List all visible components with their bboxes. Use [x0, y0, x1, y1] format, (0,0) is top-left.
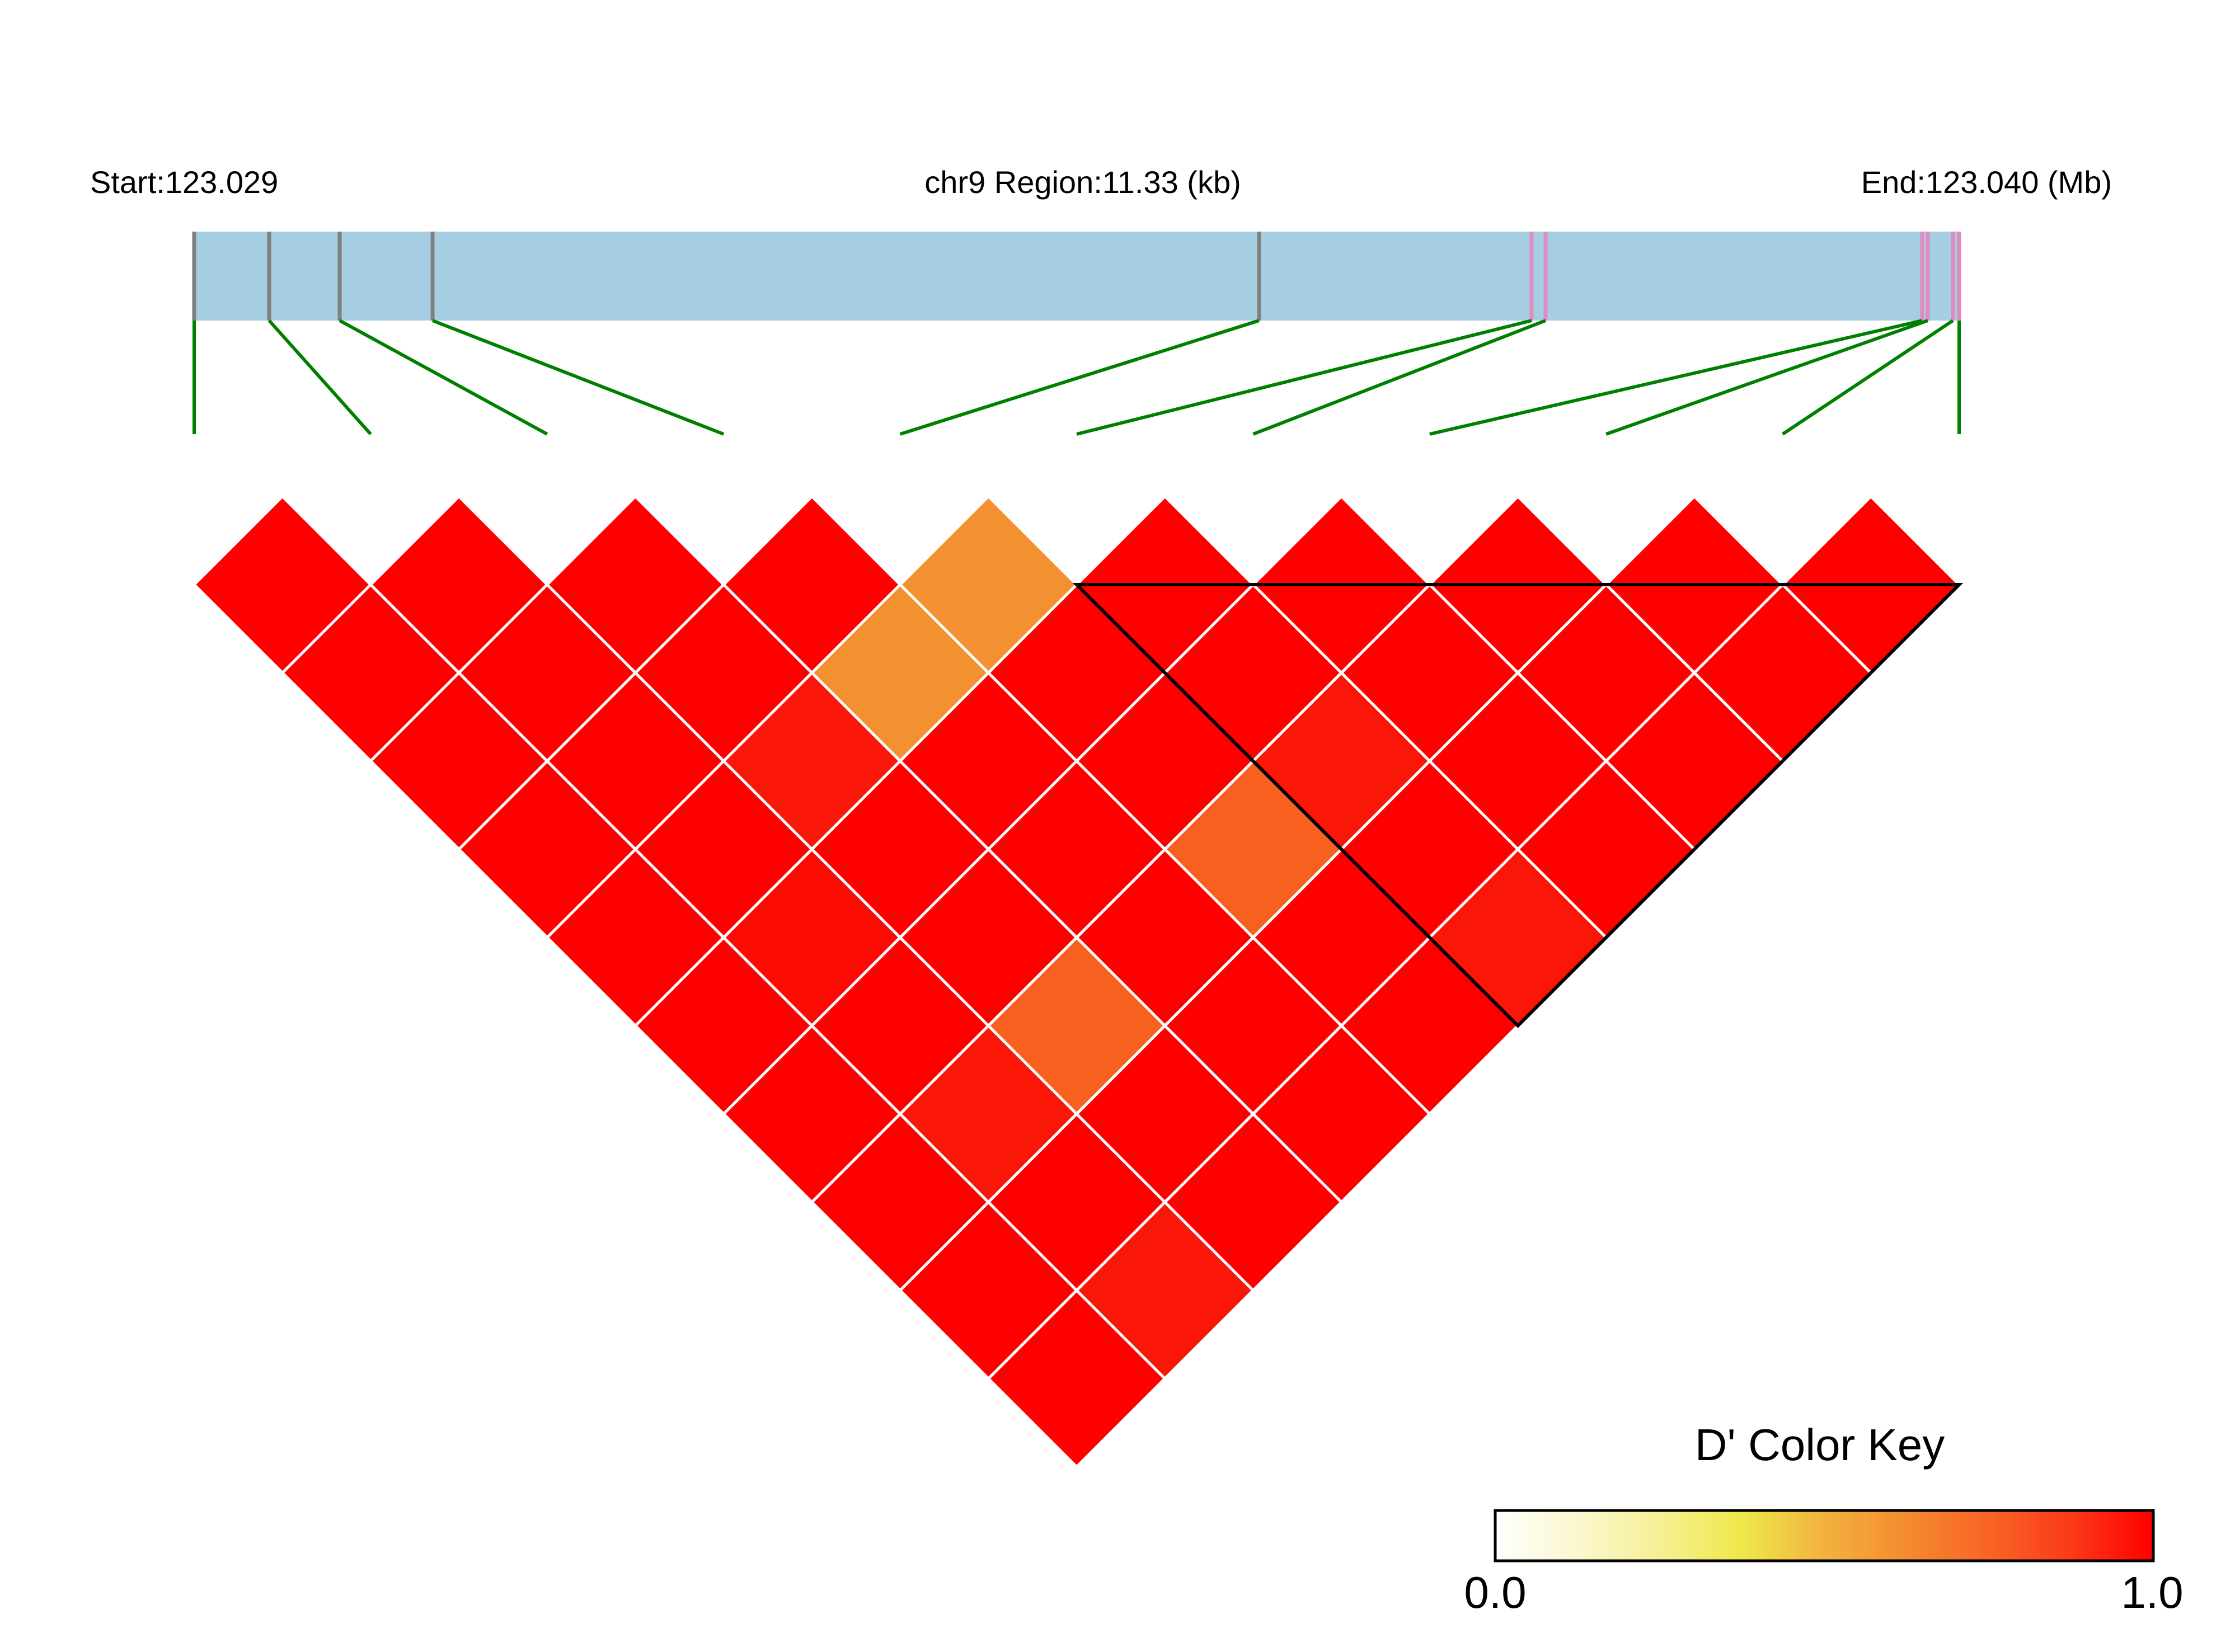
snp-connector-line — [431, 319, 725, 436]
ld-cells — [192, 494, 1961, 1469]
snp-markers — [192, 232, 1961, 321]
color-key-max-label: 1.0 — [2121, 1568, 2183, 1617]
end-label: End:123.040 (Mb) — [1861, 164, 2112, 200]
snp-connector-line — [899, 319, 1260, 436]
snp-connector-line — [1781, 319, 1954, 436]
haplotype-block-outline — [1072, 583, 1964, 1028]
color-key-title: D' Color Key — [1695, 1420, 1945, 1470]
color-key-bar — [1494, 1509, 2155, 1562]
snp-connector-line — [1605, 319, 1928, 436]
start-label: Start:123.029 — [90, 164, 278, 200]
snp-connector-line — [267, 319, 372, 435]
snp-connector-line — [339, 319, 548, 436]
region-bar — [194, 232, 1959, 321]
snp-connectors — [192, 319, 1961, 436]
color-key-min-label: 0.0 — [1464, 1568, 1526, 1617]
haplotype-blocks — [1072, 583, 1964, 1028]
snp-connector-line — [1429, 319, 1923, 436]
snp-connector-line — [1252, 319, 1547, 436]
snp-connector-line — [1076, 319, 1532, 436]
region-label: chr9 Region:11.33 (kb) — [924, 164, 1241, 200]
